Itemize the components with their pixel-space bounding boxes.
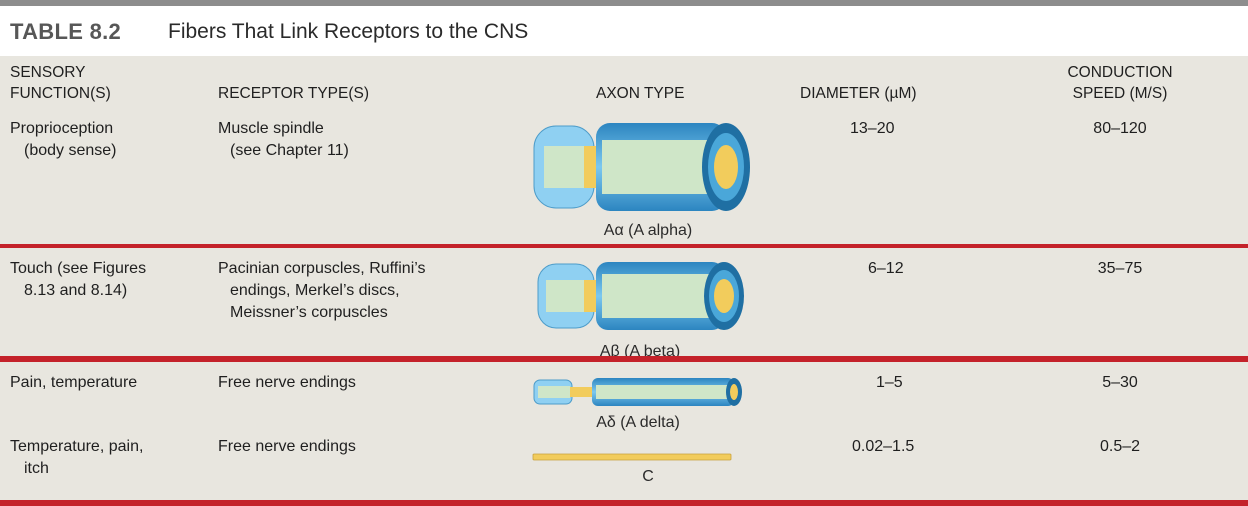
highlight-rule-3 xyxy=(0,500,1248,506)
row1-function-line2: (body sense) xyxy=(24,142,117,159)
row2-diameter: 6–12 xyxy=(868,260,904,277)
row1-receptor: Muscle spindle (see Chapter 11) xyxy=(218,118,349,162)
row4-speed: 0.5–2 xyxy=(1099,438,1141,455)
row1-speed: 80–120 xyxy=(1093,120,1147,137)
row4-function-line2: itch xyxy=(24,460,49,477)
axon-a-alpha-illustration xyxy=(533,123,750,211)
top-rule xyxy=(0,0,1248,6)
row1-diameter: 13–20 xyxy=(850,120,895,137)
axon-a-beta-illustration xyxy=(537,262,744,330)
row2-receptor-line2: endings, Merkel’s discs, xyxy=(230,282,400,299)
row3-receptor: Free nerve endings xyxy=(218,372,356,394)
row3-function-line1: Pain, temperature xyxy=(10,374,138,391)
table-body: SENSORY FUNCTION(S) RECEPTOR TYPE(S) AXO… xyxy=(0,56,1248,506)
row2-receptor: Pacinian corpuscles, Ruffini’s endings, … xyxy=(218,258,426,324)
highlight-rule-1 xyxy=(0,244,1248,248)
row1-receptor-line2: (see Chapter 11) xyxy=(230,142,349,159)
header-conduction-speed: CONDUCTION SPEED (M/S) xyxy=(1040,62,1200,104)
axon-a-delta-illustration xyxy=(533,378,742,406)
axon-c-label: C xyxy=(642,468,654,485)
row1-function-line1: Proprioception xyxy=(10,120,114,137)
row1-function: Proprioception (body sense) xyxy=(10,118,117,162)
header-speed-line2: SPEED (M/S) xyxy=(1072,85,1168,102)
header-receptor-type: RECEPTOR TYPE(S) xyxy=(218,85,370,102)
header-sensory-line2: FUNCTION(S) xyxy=(10,85,111,102)
axon-c-illustration xyxy=(532,453,732,461)
axon-a-delta-label: Aδ (A delta) xyxy=(596,414,680,431)
table-title: Fibers That Link Receptors to the CNS xyxy=(168,20,529,43)
row2-function-line1: Touch (see Figures xyxy=(10,260,147,277)
row3-speed: 5–30 xyxy=(1102,374,1138,391)
row2-speed: 35–75 xyxy=(1097,260,1143,277)
row3-diameter: 1–5 xyxy=(876,374,903,391)
header-diameter: DIAMETER (µM) xyxy=(800,85,917,102)
axon-a-beta-label: Aβ (A beta) xyxy=(599,343,681,360)
row4-receptor-line1: Free nerve endings xyxy=(218,438,356,455)
header-sensory-line1: SENSORY xyxy=(10,64,86,81)
row1-receptor-line1: Muscle spindle xyxy=(218,120,324,137)
row2-function: Touch (see Figures 8.13 and 8.14) xyxy=(10,258,146,302)
row2-receptor-line1: Pacinian corpuscles, Ruffini’s xyxy=(218,260,426,277)
row4-receptor: Free nerve endings xyxy=(218,436,356,458)
row4-function: Temperature, pain, itch xyxy=(10,436,143,480)
row2-receptor-line3: Meissner’s corpuscles xyxy=(230,304,388,321)
row3-function: Pain, temperature xyxy=(10,372,137,394)
title-bar: TABLE 8.2 Fibers That Link Receptors to … xyxy=(0,6,1248,56)
header-speed-line1: CONDUCTION xyxy=(1067,64,1173,81)
table-number: TABLE 8.2 xyxy=(10,19,122,44)
highlight-rule-2 xyxy=(0,356,1248,362)
axon-a-alpha-label: Aα (A alpha) xyxy=(603,222,693,239)
row4-diameter: 0.02–1.5 xyxy=(852,438,915,455)
row2-function-line2: 8.13 and 8.14) xyxy=(24,282,128,299)
row3-receptor-line1: Free nerve endings xyxy=(218,374,356,391)
row4-function-line1: Temperature, pain, xyxy=(10,438,144,455)
header-sensory-function: SENSORY FUNCTION(S) xyxy=(10,62,111,104)
header-axon-type: AXON TYPE xyxy=(596,85,685,102)
